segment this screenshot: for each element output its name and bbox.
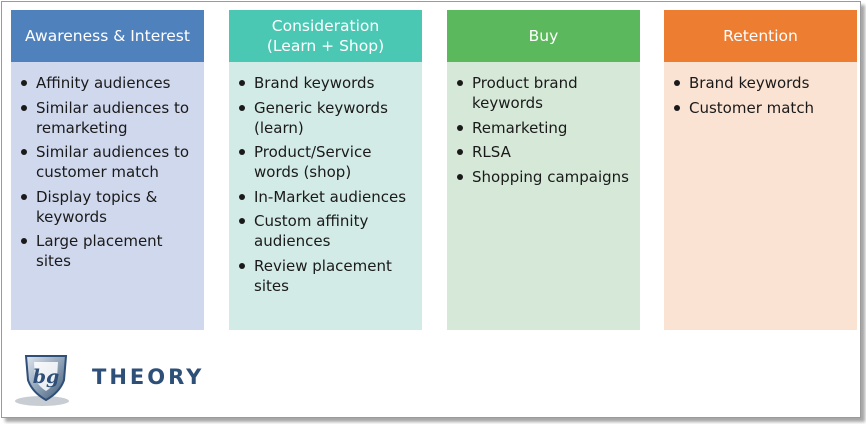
tactic-item: Display topics & keywords: [19, 187, 200, 227]
tactic-item: Review placement sites: [237, 256, 418, 296]
tactic-item: Remarketing: [455, 118, 636, 138]
tactic-item: Similar audiences to customer match: [19, 142, 200, 182]
tactic-item: Generic keywords (learn): [237, 98, 418, 138]
tactic-item: Large placement sites: [19, 231, 200, 271]
shield-icon: bg: [15, 355, 69, 406]
tactic-item: Product/Service words (shop): [237, 142, 418, 182]
tactic-item: Customer match: [672, 98, 853, 118]
tactic-item: Similar audiences to remarketing: [19, 98, 200, 138]
stage-header: Consideration (Learn + Shop): [229, 10, 422, 62]
tactic-item: Product brand keywords: [455, 73, 636, 113]
tactic-item: Brand keywords: [237, 73, 418, 93]
tactic-item: Shopping campaigns: [455, 167, 636, 187]
logo-monogram: bg: [33, 366, 60, 388]
tactic-item: In-Market audiences: [237, 187, 418, 207]
stage-column: Consideration (Learn + Shop) Brand keywor…: [229, 10, 422, 330]
logo-wordmark: THEORY: [92, 365, 205, 389]
tactic-item: RLSA: [455, 142, 636, 162]
tactic-item: Brand keywords: [672, 73, 853, 93]
tactic-item: Affinity audiences: [19, 73, 200, 93]
stage-header: Buy: [447, 10, 640, 62]
stage-header: Retention: [664, 10, 857, 62]
bg-theory-logo: bg THEORY: [12, 352, 202, 408]
stage-header: Awareness & Interest: [11, 10, 204, 62]
tactic-item: Custom affinity audiences: [237, 211, 418, 251]
